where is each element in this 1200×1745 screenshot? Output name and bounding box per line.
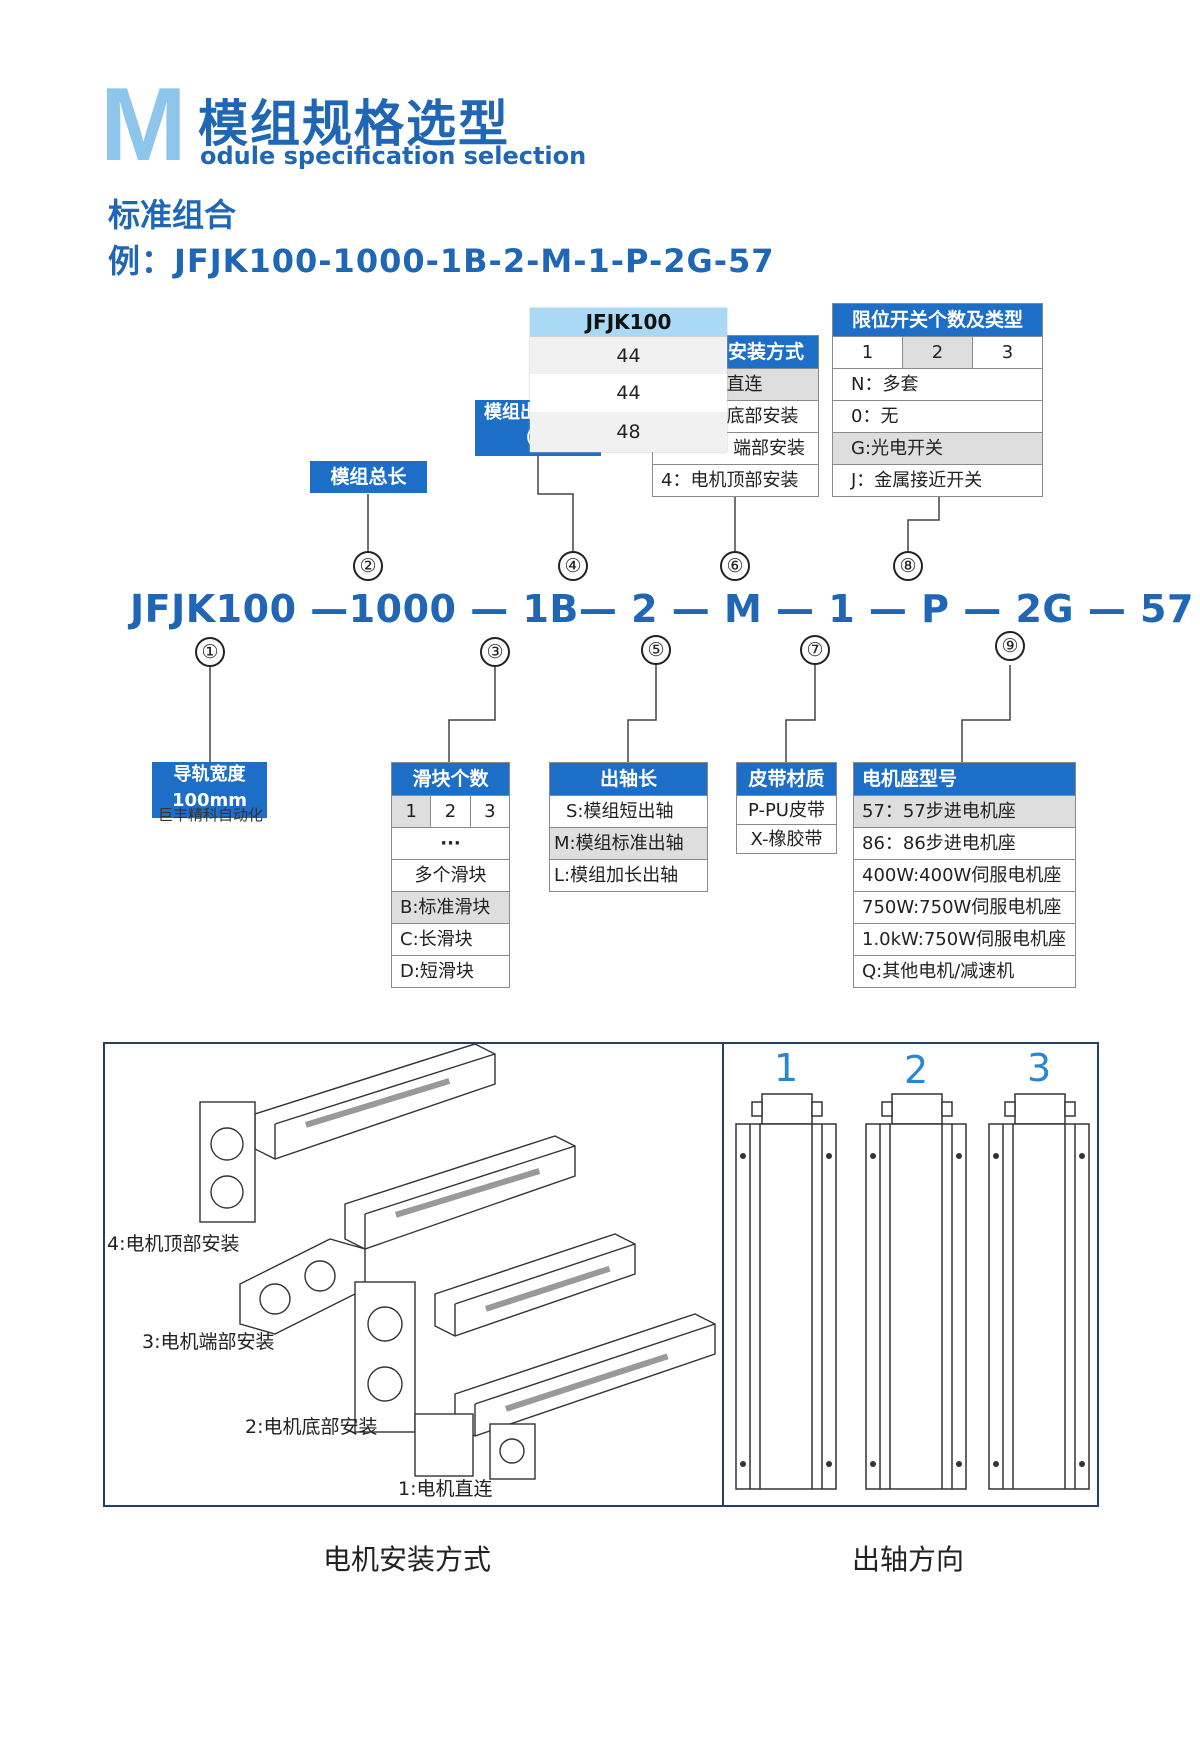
slider-title: 滑块个数	[392, 763, 509, 795]
marker-7: ⑦	[800, 635, 830, 665]
rail-width-label: 导轨宽度 100mm	[152, 762, 267, 818]
belt-row-1: P-PU皮带	[737, 795, 836, 824]
shaft-title: 出轴长	[550, 763, 707, 795]
direction-number-2: 2	[904, 1048, 929, 1092]
marker-5: ⑤	[641, 635, 671, 665]
model-popup-value-2: 44	[530, 374, 727, 412]
slider-row-3: C:长滑块	[392, 923, 509, 955]
limit-switch-counts: 1 2 3	[833, 336, 1042, 368]
mount-label-1: 1:电机直连	[398, 1478, 493, 1500]
slider-table: 滑块个数 1 2 3 ··· 多个滑块 B:标准滑块 C:长滑块 D:短滑块	[391, 762, 510, 988]
belt-row-2: X-橡胶带	[737, 824, 836, 853]
marker-1: ①	[195, 637, 225, 667]
linear-modules-drawing	[199, 1043, 716, 1480]
big-m-logo: M	[100, 67, 187, 183]
caption-mount-mode: 电机安装方式	[323, 1543, 492, 1576]
model-popup-value-1: 44	[530, 336, 727, 374]
belt-title: 皮带材质	[737, 763, 836, 795]
model-popup-value-3: 48	[530, 412, 727, 452]
slider-counts: 1 2 3	[392, 795, 509, 827]
motor-seat-row-3: 400W:400W伺服电机座	[854, 859, 1075, 891]
mount-illustration-panel: 4:电机顶部安装 3:电机端部安装 2:电机底部安装 1:电机直连	[103, 1042, 724, 1507]
motor-seat-row-1: 57：57步进电机座	[854, 795, 1075, 827]
motor-seat-table: 电机座型号 57：57步进电机座 86：86步进电机座 400W:400W伺服电…	[853, 762, 1076, 988]
slider-row-2: B:标准滑块	[392, 891, 509, 923]
shaft-row-3: L:模组加长出轴	[550, 859, 707, 891]
limit-switch-table: 限位开关个数及类型 1 2 3 N：多套 0：无 G:光电开关 J：金属接近开关	[832, 303, 1043, 497]
code-line: JFJK100 —1000 — 1B— 2 — M — 1 — P — 2G —…	[130, 587, 1194, 631]
slider-count-3: 3	[469, 796, 509, 827]
caption-shaft-direction: 出轴方向	[852, 1543, 965, 1576]
model-popup-title: JFJK100	[530, 308, 727, 336]
motor-seat-title: 电机座型号	[854, 763, 1075, 795]
total-length-label: 模组总长	[310, 461, 427, 493]
section-subtitle: 标准组合	[108, 196, 237, 234]
limit-count-2: 2	[902, 337, 972, 368]
motor-seat-row-2: 86：86步进电机座	[854, 827, 1075, 859]
limit-count-1: 1	[861, 342, 874, 363]
belt-table: 皮带材质 P-PU皮带 X-橡胶带	[736, 762, 837, 854]
slider-row-1: 多个滑块	[392, 859, 509, 891]
marker-3: ③	[480, 637, 510, 667]
direction-number-1: 1	[774, 1046, 799, 1090]
marker-9: ⑨	[995, 631, 1025, 661]
limit-row-1: N：多套	[833, 368, 1042, 400]
limit-row-2: 0：无	[833, 400, 1042, 432]
shaft-table: 出轴长 S:模组短出轴 M:模组标准出轴 L:模组加长出轴	[549, 762, 708, 892]
rail-width-title: 导轨宽度	[173, 764, 246, 785]
slider-dots: ···	[392, 827, 509, 859]
marker-4: ④	[558, 551, 588, 581]
mount-label-2: 2:电机底部安装	[245, 1416, 378, 1438]
motor-mount-row-4: 4：电机顶部安装	[653, 464, 818, 496]
shaft-row-2: M:模组标准出轴	[550, 827, 707, 859]
limit-row-4: J：金属接近开关	[833, 464, 1042, 496]
mount-label-4: 4:电机顶部安装	[107, 1233, 240, 1255]
page-title: 模组规格选型	[198, 95, 510, 153]
motor-mount-row-3: 端部安装	[653, 432, 818, 464]
marker-8: ⑧	[893, 551, 923, 581]
slider-count-2: 2	[430, 796, 469, 827]
marker-2: ②	[353, 551, 383, 581]
motor-seat-row-5: 1.0kW:750W伺服电机座	[854, 923, 1075, 955]
shaft-row-1: S:模组短出轴	[550, 795, 707, 827]
direction-illustration-panel: 1 2 3	[722, 1042, 1099, 1507]
motor-seat-row-6: Q:其他电机/减速机	[854, 955, 1075, 987]
limit-count-3: 3	[972, 337, 1042, 368]
page-title-en: odule specification selection	[200, 142, 587, 170]
watermark: 巨丰精科自动化	[158, 806, 264, 824]
slider-row-4: D:短滑块	[392, 955, 509, 987]
example-code: 例：JFJK100-1000-1B-2-M-1-P-2G-57	[108, 242, 775, 280]
marker-6: ⑥	[720, 551, 750, 581]
motor-seat-row-4: 750W:750W伺服电机座	[854, 891, 1075, 923]
model-popup: JFJK100 44 44 48	[530, 308, 727, 452]
direction-number-3: 3	[1027, 1046, 1052, 1090]
slider-count-1: 1	[392, 796, 431, 827]
rail-width-value: 100mm	[171, 790, 248, 811]
limit-row-3: G:光电开关	[833, 432, 1042, 464]
limit-switch-title: 限位开关个数及类型	[833, 304, 1042, 336]
connector-lines	[209, 456, 1011, 762]
shaft-direction-drawing	[735, 1093, 1090, 1490]
mount-label-3: 3:电机端部安装	[142, 1331, 275, 1353]
